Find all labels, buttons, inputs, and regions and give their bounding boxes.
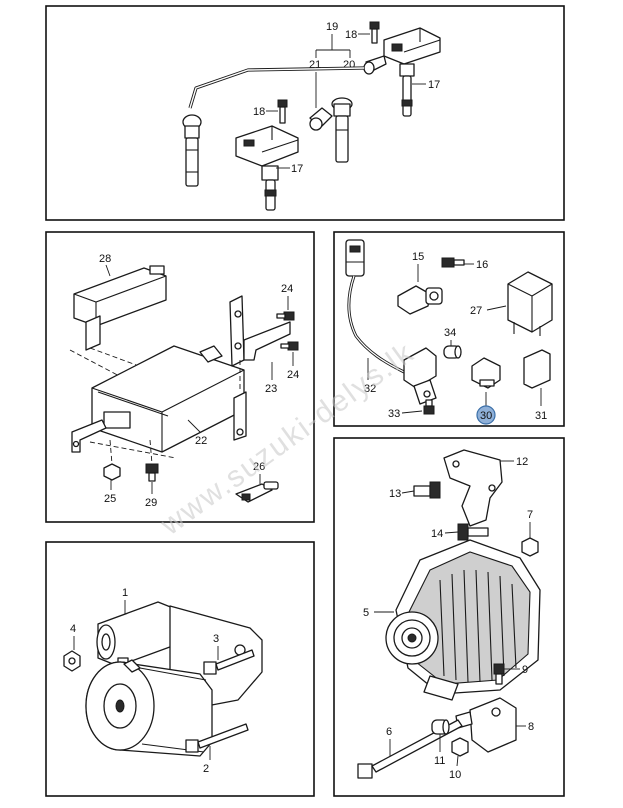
sleeve-34	[443, 345, 462, 359]
part-label-31[interactable]: 31	[535, 410, 547, 422]
plug-boot-left	[182, 114, 202, 187]
part-label-24-lower[interactable]: 24	[287, 369, 299, 381]
part-label-4[interactable]: 4	[70, 623, 76, 635]
ignition-coil-lower	[235, 125, 299, 211]
highlighted-callout-30[interactable]	[476, 405, 496, 425]
part-label-26[interactable]: 26	[253, 461, 265, 473]
bolt-24-top	[276, 311, 295, 321]
ecu-lower-bracket	[71, 419, 107, 453]
part-label-10[interactable]: 10	[449, 769, 461, 781]
bolt-24-lower	[280, 341, 299, 351]
part-label-30[interactable]: 30	[480, 410, 492, 422]
bolt-2	[185, 723, 249, 753]
part-label-11[interactable]: 11	[434, 755, 445, 767]
ecu-bracket-23	[229, 295, 291, 441]
part-label-9[interactable]: 9	[522, 664, 528, 676]
part-label-7[interactable]: 7	[527, 509, 533, 521]
gasket-31	[523, 349, 551, 389]
part-label-22[interactable]: 22	[195, 435, 207, 447]
sensor-connector	[345, 239, 365, 277]
bolt-33	[423, 399, 435, 415]
part-label-33[interactable]: 33	[388, 408, 400, 420]
part-label-25[interactable]: 25	[104, 493, 116, 505]
plug-boot-21	[309, 107, 333, 131]
part-label-6[interactable]: 6	[386, 726, 392, 738]
ignition-coil-panel: 19 21 20 18 17	[45, 5, 565, 221]
bolt-18-lower	[277, 99, 288, 124]
part-label-3[interactable]: 3	[213, 633, 219, 645]
part-label-14[interactable]: 14	[431, 528, 443, 540]
bolt-3	[203, 649, 255, 675]
part-label-16[interactable]: 16	[476, 259, 488, 271]
alternator-5	[385, 539, 541, 701]
nut-7	[521, 537, 539, 557]
part-label-27[interactable]: 27	[470, 305, 482, 317]
part-label-18-top[interactable]: 18	[345, 29, 357, 41]
clip-26	[235, 481, 279, 503]
starter-panel: 1 4 3	[45, 541, 315, 797]
part-label-19[interactable]: 19	[326, 21, 338, 33]
sensor-15	[397, 285, 443, 315]
nut-4	[63, 650, 81, 672]
part-label-1[interactable]: 1	[122, 587, 128, 599]
part-label-18-lower[interactable]: 18	[253, 106, 265, 118]
bolt-16	[441, 257, 465, 268]
part-label-23[interactable]: 23	[265, 383, 277, 395]
part-label-5[interactable]: 5	[363, 607, 369, 619]
bolt-18-top	[369, 21, 380, 44]
part-label-17-lower[interactable]: 17	[291, 163, 303, 175]
plug-cap-center	[331, 97, 353, 163]
part-label-17-top[interactable]: 17	[428, 79, 440, 91]
part-label-34[interactable]: 34	[444, 327, 456, 339]
alternator-panel: 12 13 14 7 5	[333, 437, 565, 797]
part-label-32[interactable]: 32	[364, 383, 376, 395]
part-label-24-top[interactable]: 24	[281, 283, 293, 295]
sleeve-11	[431, 719, 450, 735]
part-label-28[interactable]: 28	[99, 253, 111, 265]
part-label-13[interactable]: 13	[389, 488, 401, 500]
ignition-coil-upper	[383, 27, 441, 117]
starter-motor	[85, 601, 263, 757]
relay-27	[507, 271, 553, 336]
part-label-8[interactable]: 8	[528, 721, 534, 733]
bracket-12	[443, 449, 503, 527]
part-label-29[interactable]: 29	[145, 497, 157, 509]
ignition-coil-panel-frame	[45, 5, 565, 221]
cap-30	[471, 357, 501, 389]
bolt-29	[145, 463, 159, 482]
sensor-panel: 32 15 16 27 34	[333, 231, 565, 427]
part-label-2[interactable]: 2	[203, 763, 209, 775]
nut-25	[103, 463, 121, 481]
part-label-12[interactable]: 12	[516, 456, 528, 468]
ecu-cover-28	[73, 265, 167, 351]
part-label-15[interactable]: 15	[412, 251, 424, 263]
crank-sensor-30	[403, 347, 437, 405]
bolt-9	[493, 663, 505, 685]
ecu-panel: 28 22 23 24	[45, 231, 315, 523]
nut-10	[451, 737, 469, 757]
